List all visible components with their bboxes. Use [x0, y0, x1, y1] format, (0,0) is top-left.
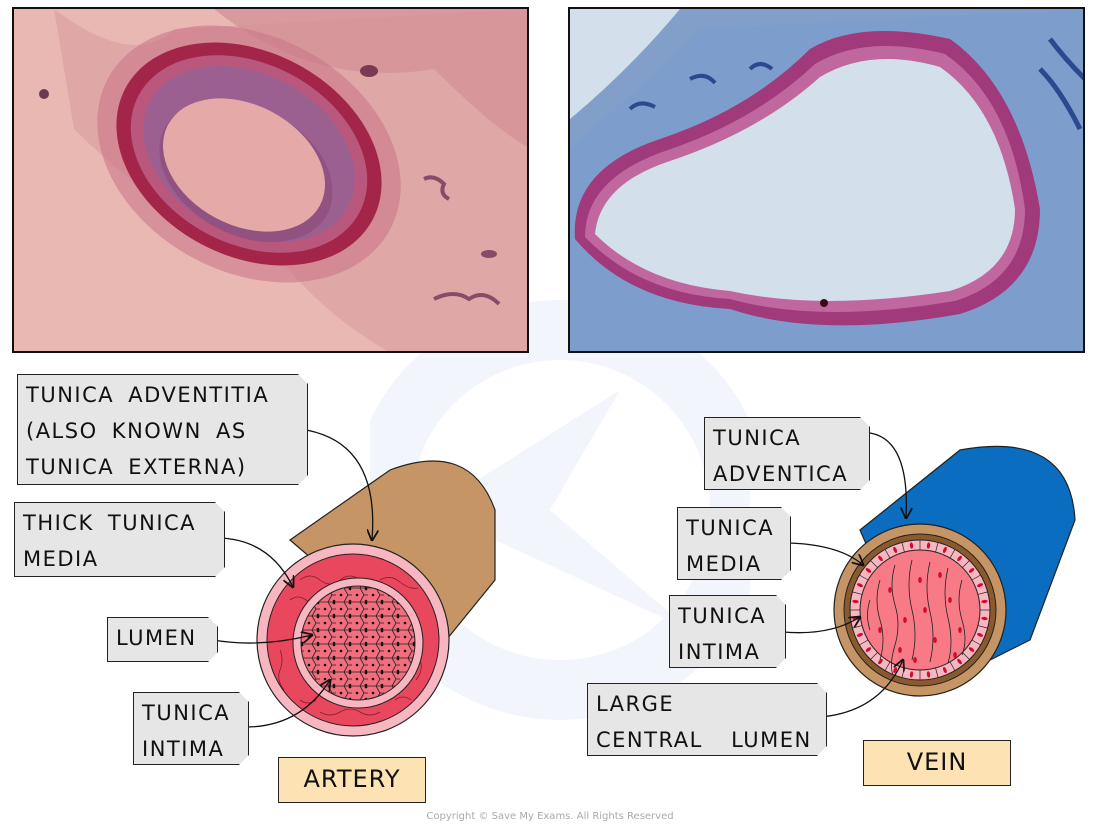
- label-lumen: LUMEN: [107, 617, 218, 662]
- leader-vein-tunica-intima: [782, 617, 860, 634]
- intima-cell-nucleus: [942, 546, 947, 553]
- intima-cell-nucleus: [878, 658, 883, 665]
- leader-vein-tunica-media: [789, 542, 863, 565]
- intima-cell-wall: [859, 639, 869, 646]
- intima-cell-nucleus: [856, 632, 863, 637]
- intima-cell-nucleus: [865, 568, 872, 573]
- intima-cell-nucleus: [981, 599, 988, 604]
- intima-cell-wall: [977, 625, 988, 629]
- intima-cell-wall: [971, 639, 981, 646]
- intima-cell-nucleus: [909, 542, 914, 549]
- leader-tunica-adventitia: [299, 428, 373, 540]
- intima-cell-nucleus: [893, 546, 898, 553]
- label-thick-tunica-media: THICK TUNICA MEDIA: [14, 502, 225, 577]
- intima-cell-nucleus: [856, 583, 863, 588]
- label-artery-tunica-intima: TUNICA INTIMA: [133, 692, 249, 765]
- label-large-central-lumen: LARGE CENTRAL LUMEN: [587, 683, 827, 756]
- vein-diagram: [782, 432, 1076, 718]
- leader-lumen: [212, 635, 312, 644]
- intima-cell-wall: [962, 560, 970, 568]
- intima-cell-nucleus: [957, 555, 962, 562]
- intima-cell-wall: [977, 591, 988, 595]
- intima-cell-wall: [949, 661, 956, 671]
- leader-tunica-adventica: [869, 432, 906, 518]
- copyright-notice: Copyright © Save My Exams. All Rights Re…: [426, 811, 674, 822]
- label-tunica-adventitia: TUNICA ADVENTITIA (ALSO KNOWN AS TUNICA …: [17, 374, 308, 485]
- intima-cell-nucleus: [852, 599, 859, 604]
- intima-cell-nucleus: [926, 671, 931, 678]
- leader-artery-tunica-intima: [242, 680, 330, 728]
- vein-title: VEIN: [863, 740, 1011, 786]
- intima-cell-nucleus: [909, 671, 914, 678]
- intima-cell-wall: [884, 549, 891, 559]
- artery-micrograph: [12, 7, 529, 353]
- intima-cell-wall: [962, 652, 970, 660]
- intima-cell-nucleus: [981, 616, 988, 621]
- label-vein-tunica-media: TUNICA MEDIA: [677, 507, 791, 580]
- intima-cell-wall: [971, 574, 981, 581]
- leader-thick-tunica-media: [219, 537, 293, 587]
- label-vein-tunica-intima: TUNICA INTIMA: [669, 595, 786, 668]
- artery-diagram: [212, 428, 496, 737]
- intima-cell-wall: [870, 560, 878, 568]
- intima-cell-nucleus: [968, 647, 975, 652]
- intima-cell-wall: [935, 542, 939, 553]
- leader-large-central-lumen: [819, 660, 903, 718]
- vein-micrograph: [568, 7, 1085, 353]
- intima-cell-nucleus: [977, 583, 984, 588]
- intima-cell-wall: [870, 652, 878, 660]
- intima-cell-wall: [884, 661, 891, 671]
- intima-cell-nucleus: [878, 555, 883, 562]
- intima-cell-wall: [859, 574, 869, 581]
- intima-cell-nucleus: [957, 658, 962, 665]
- intima-cell-wall: [949, 549, 956, 559]
- intima-cell-nucleus: [926, 542, 931, 549]
- intima-cell-nucleus: [977, 632, 984, 637]
- intima-cell-wall: [935, 667, 939, 678]
- intima-cell-nucleus: [865, 647, 872, 652]
- intima-cell-wall: [852, 591, 863, 595]
- intima-cell-nucleus: [942, 667, 947, 674]
- artery-title: ARTERY: [278, 757, 426, 803]
- intima-cell-nucleus: [968, 568, 975, 573]
- artery-lumen: [300, 585, 416, 701]
- vein-lumen: [859, 549, 981, 671]
- intima-cell-wall: [901, 542, 905, 553]
- label-tunica-adventica: TUNICA ADVENTICA: [704, 417, 870, 490]
